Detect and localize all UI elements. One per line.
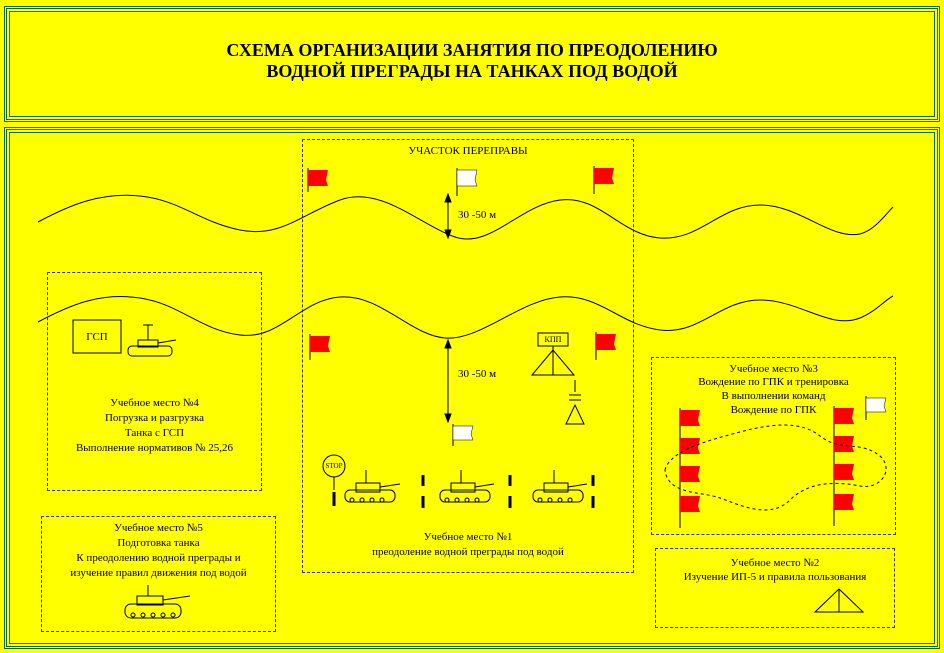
distance-label-bottom: 30 -50 м xyxy=(458,368,497,380)
tank-icon xyxy=(439,470,495,503)
river-bank-bottom xyxy=(37,295,894,339)
red-flag-icon xyxy=(307,168,328,192)
red-flag-icon xyxy=(679,408,700,528)
place4-title: Учебное место №4 xyxy=(110,397,199,409)
tank-icon xyxy=(344,470,401,503)
place5-line3: изучение правил движения под водой xyxy=(70,567,247,579)
title-line-1: СХЕМА ОРГАНИЗАЦИИ ЗАНЯТИЯ ПО ПРЕОДОЛЕНИЮ xyxy=(226,40,718,60)
tank-icon xyxy=(124,585,191,619)
gsp-icon xyxy=(72,319,122,354)
place5-line1: Подготовка танка xyxy=(117,537,200,549)
place5-box xyxy=(41,516,276,632)
distance-arrow-top xyxy=(444,192,452,240)
place3-line2: В выполнении команд xyxy=(721,390,826,402)
red-flag-icon xyxy=(595,332,616,360)
place1-title: Учебное место №1 xyxy=(423,531,513,543)
kpp-label: КПП xyxy=(544,335,562,344)
red-flag-icon xyxy=(309,334,330,360)
tank-icon xyxy=(532,470,588,503)
place2-box xyxy=(655,548,895,628)
main-frame xyxy=(4,127,940,649)
tent-icon xyxy=(813,588,865,613)
place2-title: Учебное место №2 xyxy=(730,557,820,569)
place4-line2: Танка с ГСП xyxy=(124,427,185,439)
place4-box xyxy=(47,272,262,491)
place3-line3: Вождение по ГПК xyxy=(730,404,817,416)
distance-arrow-bottom xyxy=(444,338,452,424)
page-title: СХЕМА ОРГАНИЗАЦИИ ЗАНЯТИЯ ПО ПРЕОДОЛЕНИЮ… xyxy=(0,40,944,82)
place5-title: Учебное место №5 xyxy=(114,522,203,534)
kpp-tent-icon xyxy=(530,332,585,425)
title-line-2: ВОДНОЙ ПРЕГРАДЫ НА ТАНКАХ ПОД ВОДОЙ xyxy=(266,61,678,81)
crossing-label: УЧАСТОК ПЕРЕПРАВЫ xyxy=(408,145,528,157)
place3-box xyxy=(651,357,896,535)
place3-line1: Вождение по ГПК и тренировка xyxy=(698,376,849,388)
title-frame xyxy=(4,6,940,122)
stop-label: STOP xyxy=(325,462,343,470)
red-flag-icon xyxy=(833,406,854,526)
red-flag-icon xyxy=(593,166,614,194)
driving-route xyxy=(664,424,887,511)
white-flag-icon xyxy=(456,168,478,196)
white-flag-icon xyxy=(865,396,887,420)
place1-desc: преодоление водной преграды под водой xyxy=(372,546,564,558)
crossing-area xyxy=(302,139,634,573)
place2-line1: Изучение ИП-5 и правила пользования xyxy=(683,571,867,583)
gsp-label: ГСП xyxy=(86,331,108,343)
place5-line2: К преодолению водной преграды и xyxy=(76,552,241,564)
stop-sign-icon xyxy=(322,454,346,490)
place4-line1: Погрузка и разгрузка xyxy=(104,412,205,424)
tank-on-gsp-icon xyxy=(127,324,177,357)
river-bank-top xyxy=(37,194,894,240)
distance-label-top: 30 -50 м xyxy=(458,209,497,221)
place4-line3: Выполнение нормативов № 25,26 xyxy=(75,442,234,454)
white-flag-icon xyxy=(452,424,474,446)
lane-markers xyxy=(332,475,595,508)
place3-title: Учебное место №3 xyxy=(729,363,818,375)
